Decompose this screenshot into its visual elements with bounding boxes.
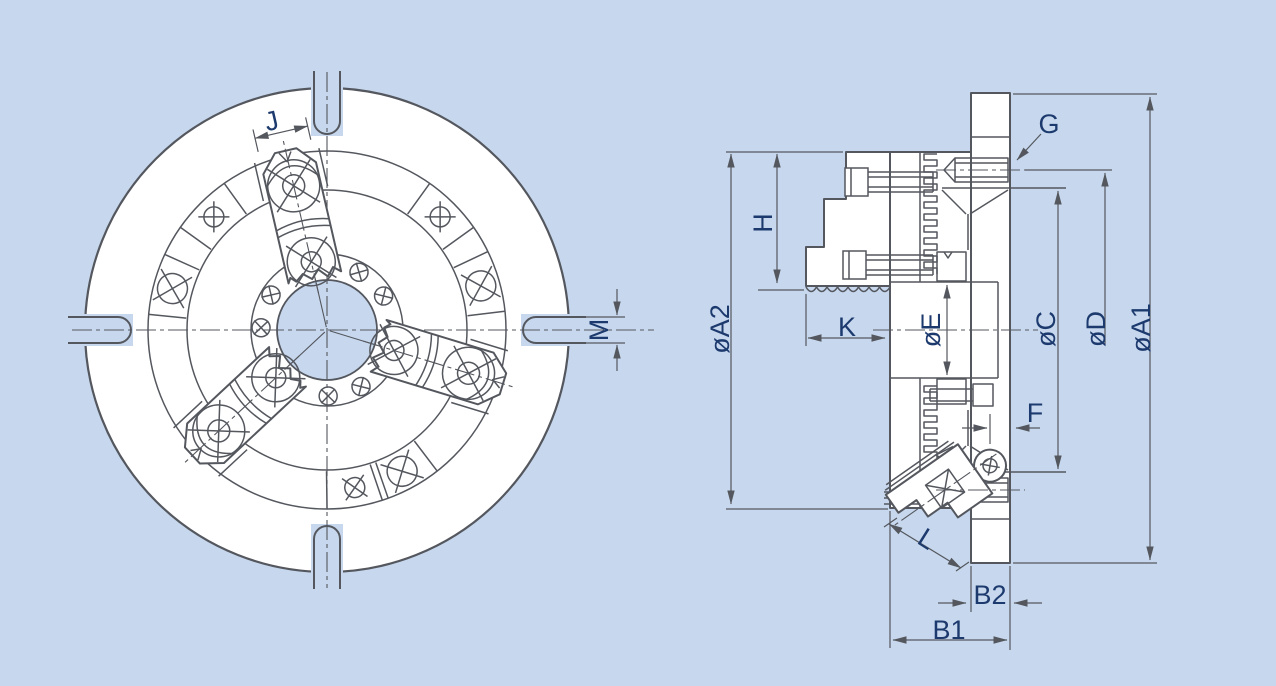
dim-label-j: J — [262, 105, 282, 137]
front-view: J M — [66, 69, 654, 591]
back-plate — [970, 92, 1011, 564]
dim-label-m: M — [584, 319, 614, 342]
dim-label-b2: B2 — [973, 580, 1006, 610]
dim-label-f: F — [1027, 398, 1044, 428]
tilted-jaw — [884, 440, 1008, 528]
side-view — [805, 92, 1066, 564]
dim-label-a1: øA1 — [1126, 303, 1156, 353]
dim-label-d: øD — [1081, 311, 1111, 347]
jaw-top: J — [252, 105, 346, 301]
dim-label-k: K — [838, 312, 856, 342]
jaw-lower-left — [164, 335, 319, 485]
jaw-right — [354, 314, 524, 415]
dim-label-b1: B1 — [932, 615, 965, 645]
dimension-j: J — [252, 105, 312, 153]
top-jaw-assembly — [805, 151, 934, 293]
dim-label-g: G — [1038, 109, 1059, 139]
centerlines-side — [873, 169, 1038, 491]
dim-label-c: øC — [1031, 311, 1061, 347]
dimension-m: M — [545, 289, 625, 371]
dim-label-a2: øA2 — [705, 304, 735, 354]
dim-label-l: L — [913, 522, 942, 555]
dim-label-h: H — [748, 213, 778, 233]
centerlines-front — [72, 72, 654, 588]
dimensions-side: øA2 H K øE G øC øD øA1 F L — [705, 93, 1157, 650]
dim-label-e: øE — [916, 313, 946, 348]
